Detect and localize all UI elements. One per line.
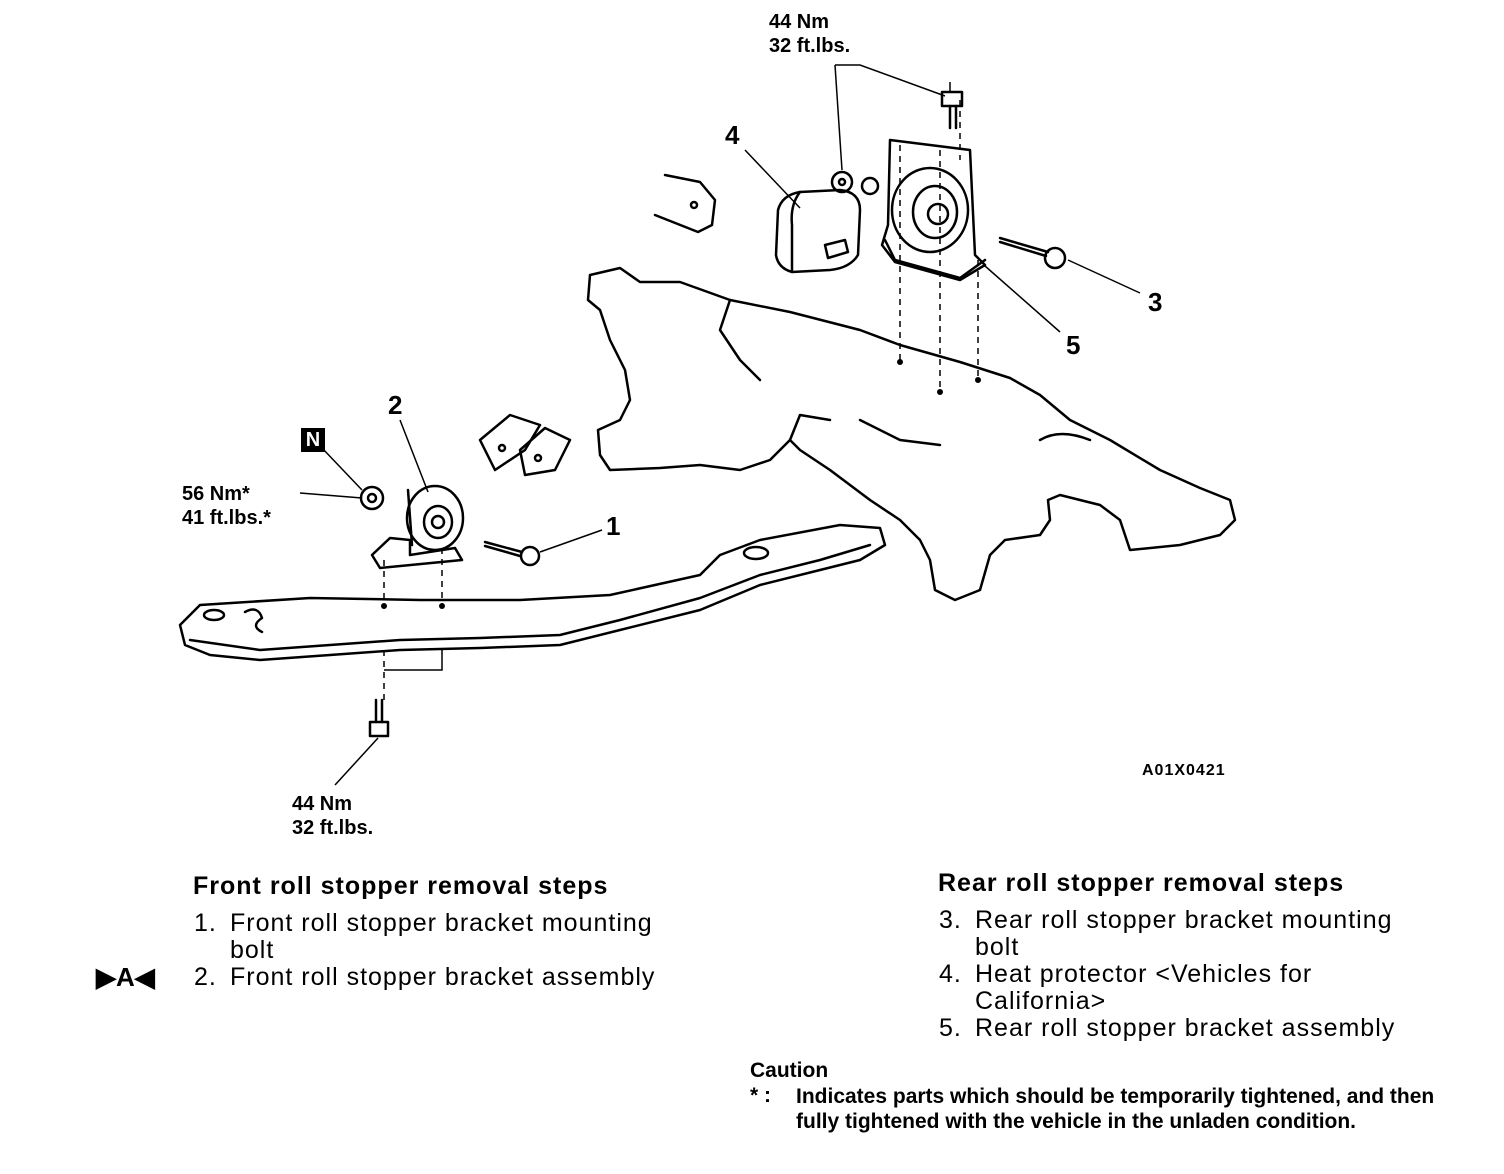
heat-protector-part: [774, 188, 862, 274]
front-crossmember-part: [178, 523, 887, 662]
rear-steps-heading: Rear roll stopper removal steps: [938, 869, 1345, 897]
front-nut-part: [359, 485, 385, 511]
front-step-1-text: Front roll stopper bracket mounting bolt: [230, 909, 653, 964]
rear-step-5-number: 5.: [939, 1014, 962, 1042]
rear-bracket-bolt-part: [998, 236, 1067, 270]
rear-step-3-text: Rear roll stopper bracket mounting bolt: [975, 906, 1393, 961]
top-torque-nm: 44 Nm: [769, 11, 830, 33]
caution-text: Indicates parts which should be temporar…: [796, 1085, 1435, 1133]
rear-step-3: 3. Rear roll stopper bracket mounting bo…: [939, 907, 1439, 961]
side-arm-left: [478, 413, 542, 472]
front-bracket-bolt-part: [483, 540, 541, 567]
rear-step-5: 5. Rear roll stopper bracket assembly: [939, 1015, 1459, 1042]
rear-step-4: 4. Heat protector <Vehicles for Californ…: [939, 961, 1439, 1015]
front-step-1-number: 1.: [194, 909, 217, 937]
bottom-torque-ftlbs: 32 ft.lbs.: [292, 817, 374, 839]
rear-step-3-number: 3.: [939, 906, 962, 934]
callout-1: 1: [606, 511, 621, 541]
left-torque-label: 56 Nm* 41 ft.lbs.*: [182, 482, 271, 530]
transaxle-outline: [586, 266, 1237, 602]
new-part-badge: N: [301, 428, 325, 452]
bottom-torque-label: 44 Nm 32 ft.lbs.: [292, 792, 373, 840]
front-steps-heading: Front roll stopper removal steps: [193, 872, 609, 900]
rear-roll-stopper-bracket-part: [880, 138, 987, 282]
front-roll-stopper-bracket-part: [370, 484, 465, 570]
side-arm-right: [518, 426, 572, 477]
front-step-2-text: Front roll stopper bracket assembly: [230, 963, 656, 991]
caution-symbol: * :: [750, 1084, 771, 1107]
callout-2: 2: [388, 390, 403, 420]
left-torque-nm: 56 Nm*: [182, 483, 250, 505]
upper-bracket-outline: [653, 173, 717, 234]
rear-top-bolt-part: [940, 90, 964, 130]
rear-step-4-number: 4.: [939, 960, 962, 988]
figure-id: A01X0421: [1142, 762, 1226, 779]
front-bottom-bolt-part: [368, 698, 390, 738]
front-step-2: 2. Front roll stopper bracket assembly: [194, 964, 694, 991]
washer-rear-2: [860, 176, 880, 196]
rear-step-4-text: Heat protector <Vehicles for California>: [975, 960, 1313, 1015]
front-step-2-number: 2.: [194, 963, 217, 991]
washer-rear-1: [830, 170, 854, 194]
top-torque-ftlbs: 32 ft.lbs.: [769, 35, 851, 57]
caution-title: Caution: [750, 1059, 829, 1082]
callout-3: 3: [1148, 287, 1163, 317]
top-torque-label: 44 Nm 32 ft.lbs.: [769, 10, 850, 58]
left-torque-ftlbs: 41 ft.lbs.*: [182, 507, 271, 529]
bottom-torque-nm: 44 Nm: [292, 793, 353, 815]
service-point-marker-a: ▶A◀: [96, 962, 155, 992]
callout-4: 4: [725, 120, 740, 150]
front-step-1: 1. Front roll stopper bracket mounting b…: [194, 910, 684, 964]
callout-5: 5: [1066, 330, 1081, 360]
rear-step-5-text: Rear roll stopper bracket assembly: [975, 1014, 1396, 1042]
